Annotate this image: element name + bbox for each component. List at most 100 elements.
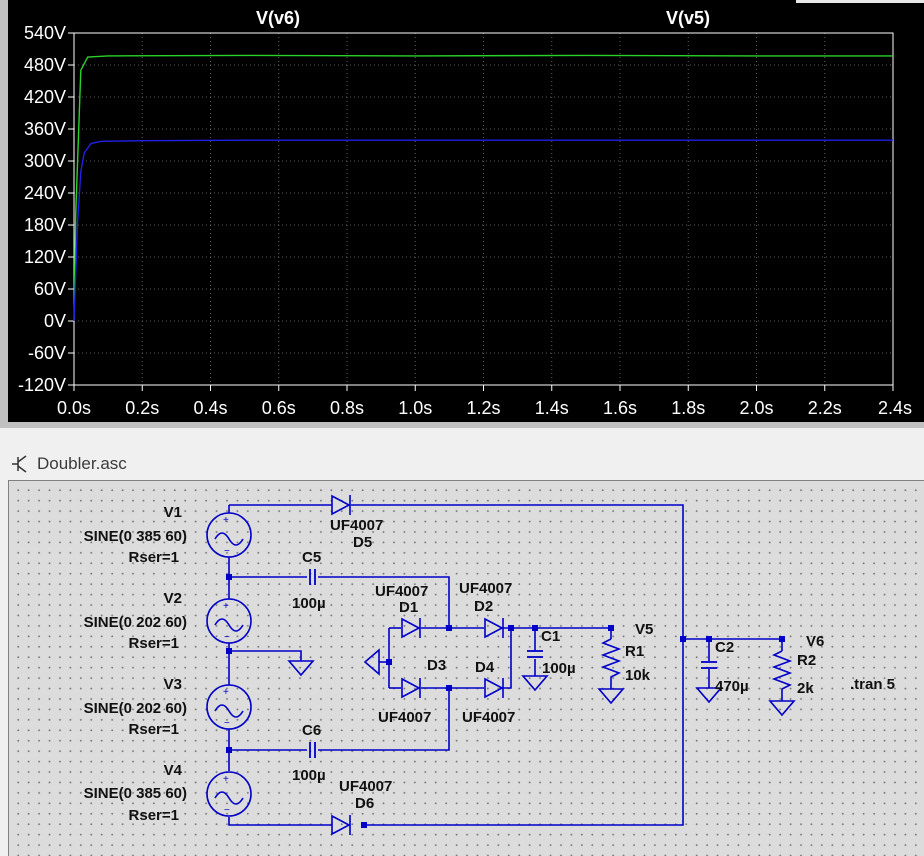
capacitor-c6[interactable] [309, 742, 316, 758]
v4-rser: Rser=1 [129, 807, 179, 824]
d1-name: D1 [399, 599, 418, 616]
c2-value: 470µ [715, 678, 749, 695]
ground-symbol [768, 700, 796, 717]
resistor-r1[interactable] [600, 638, 622, 681]
plot-series [73, 54, 893, 322]
c1-name: C1 [541, 628, 560, 645]
x-tick-label: 2.2s [808, 398, 842, 418]
capacitor-c1[interactable] [527, 650, 543, 658]
d6-model: UF4007 [339, 778, 392, 795]
v2-rser: Rser=1 [129, 635, 179, 652]
legend-v6[interactable]: V(v6) [256, 8, 300, 28]
schematic-canvas[interactable]: +− +− +− +− [8, 480, 924, 856]
spice-directive[interactable]: .tran 5 [850, 676, 895, 693]
c5-name: C5 [302, 549, 321, 566]
r1-value: 10k [625, 667, 651, 684]
y-tick-label: 420V [24, 87, 66, 107]
voltage-source-v4[interactable]: +− [206, 771, 252, 817]
c6-value: 100µ [292, 767, 326, 784]
d2-name: D2 [474, 598, 493, 615]
v1-value: SINE(0 385 60) [84, 528, 187, 545]
d1-model: UF4007 [375, 583, 428, 600]
x-tick-label: 1.2s [466, 398, 500, 418]
voltage-source-v2[interactable]: +− [206, 598, 252, 644]
d5-name: D5 [353, 534, 372, 551]
d4-model: UF4007 [462, 709, 515, 726]
x-tick-label: 0.2s [125, 398, 159, 418]
y-tick-label: 360V [24, 119, 66, 139]
y-tick-label: 0V [44, 311, 66, 331]
y-axis-ticks: 540V 480V 420V 360V 300V 240V 180V 120V 60V 0V -60… [18, 23, 74, 395]
v3-rser: Rser=1 [129, 721, 179, 738]
x-tick-label: 1.6s [603, 398, 637, 418]
net-label-v6: V6 [806, 633, 824, 650]
transistor-icon [12, 455, 27, 473]
v2-value: SINE(0 202 60) [84, 614, 187, 631]
y-tick-label: 120V [24, 247, 66, 267]
ground-symbol [695, 687, 723, 704]
c2-name: C2 [715, 639, 734, 656]
x-tick-label: 1.8s [671, 398, 705, 418]
resistor-r2[interactable] [771, 650, 793, 691]
diode-d1[interactable] [401, 617, 421, 639]
plot-frame [73, 32, 894, 386]
v3-name: V3 [164, 676, 182, 693]
title-bar-buttons [796, 0, 924, 3]
diode-d5[interactable] [331, 494, 351, 516]
svg-text:−: − [224, 546, 230, 557]
diode-d2[interactable] [484, 617, 504, 639]
v2-name: V2 [164, 590, 182, 607]
waveform-viewer[interactable]: V(v6) V(v5) 540V 480V 420V 360V 300V 240V 180V… [0, 0, 924, 428]
ground-symbol [521, 675, 549, 692]
x-tick-label: 1.4s [535, 398, 569, 418]
d6-name: D6 [355, 795, 374, 812]
svg-text:+: + [223, 687, 229, 698]
series-line-vv5 [73, 139, 893, 322]
diode-d4[interactable] [484, 677, 504, 699]
y-tick-label: 60V [34, 279, 66, 299]
r2-value: 2k [797, 680, 814, 697]
schematic-tab[interactable]: Doubler.asc [0, 446, 924, 480]
svg-text:+: + [223, 515, 229, 526]
c5-value: 100µ [292, 595, 326, 612]
schematic-tab-title[interactable]: Doubler.asc [37, 454, 127, 473]
ground-symbol [287, 660, 315, 677]
x-tick-label: 1.0s [398, 398, 432, 418]
svg-text:−: − [224, 718, 230, 729]
v3-value: SINE(0 202 60) [84, 700, 187, 717]
capacitor-c5[interactable] [309, 569, 316, 585]
v4-name: V4 [164, 762, 183, 779]
voltage-source-v1[interactable]: +− [206, 512, 252, 558]
y-tick-label: -60V [28, 343, 66, 363]
y-tick-label: 540V [24, 23, 66, 43]
voltage-source-v3[interactable]: +− [206, 684, 252, 730]
junction-dots [226, 574, 785, 828]
wires [228, 504, 783, 826]
d5-model: UF4007 [330, 517, 383, 534]
v1-rser: Rser=1 [129, 549, 179, 566]
x-tick-label: 0.0s [57, 398, 91, 418]
legend-v5[interactable]: V(v5) [666, 8, 710, 28]
diode-d3[interactable] [401, 677, 421, 699]
y-tick-label: 180V [24, 215, 66, 235]
svg-text:−: − [224, 632, 230, 643]
x-tick-label: 2.4s [878, 398, 912, 418]
ground-symbol [363, 648, 380, 676]
schematic-drawing[interactable]: +− +− +− +− [9, 481, 924, 856]
c6-name: C6 [302, 722, 321, 739]
capacitor-c2[interactable] [701, 661, 717, 669]
y-tick-label: 480V [24, 55, 66, 75]
y-tick-label: 240V [24, 183, 66, 203]
v1-name: V1 [164, 504, 182, 521]
svg-text:+: + [223, 774, 229, 785]
svg-text:+: + [223, 601, 229, 612]
diode-d6[interactable] [331, 814, 351, 836]
series-line-vv6 [73, 54, 893, 322]
x-tick-label: 2.0s [739, 398, 773, 418]
r1-name: R1 [625, 643, 644, 660]
d4-name: D4 [475, 659, 495, 676]
waveform-plot[interactable]: V(v6) V(v5) 540V 480V 420V 360V 300V 240V 180V… [0, 0, 924, 428]
c1-value: 100µ [542, 660, 576, 677]
y-tick-label: 300V [24, 151, 66, 171]
